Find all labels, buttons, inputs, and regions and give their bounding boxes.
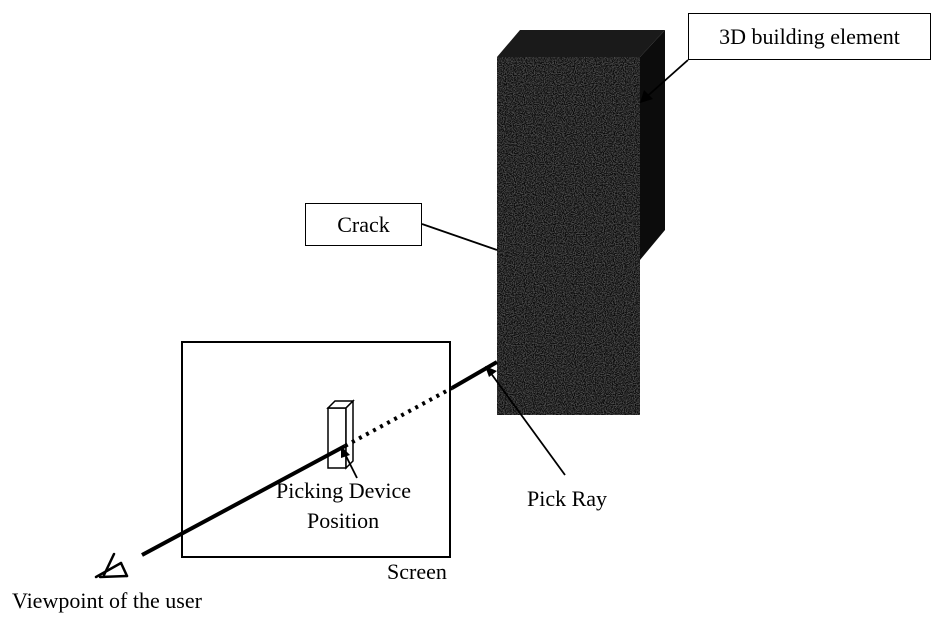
crack-label: Crack <box>305 203 422 246</box>
picking-device-label-line2: Position <box>307 508 380 533</box>
building-element-label-text: 3D building element <box>719 23 900 49</box>
building-element <box>497 30 665 415</box>
pick-ray-label: Pick Ray <box>527 486 608 511</box>
pick-ray-solid-near <box>141 444 346 557</box>
viewpoint-label: Viewpoint of the user <box>12 588 202 613</box>
screen-frame <box>181 341 451 558</box>
screen-label: Screen <box>387 559 447 584</box>
picking-device <box>326 399 355 470</box>
crack-leader <box>421 223 498 251</box>
arrowhead-picking-device <box>341 446 350 458</box>
pick-ray-dotted <box>344 386 453 448</box>
pick-ray-solid-far <box>450 360 499 390</box>
building-element-label: 3D building element <box>688 13 931 60</box>
arrowhead-pick-ray <box>485 366 497 377</box>
picking-device-label-line1: Picking Device <box>276 478 412 503</box>
crack-label-text: Crack <box>337 211 390 237</box>
arrowhead-building <box>640 90 653 103</box>
eye-icon <box>94 552 129 579</box>
